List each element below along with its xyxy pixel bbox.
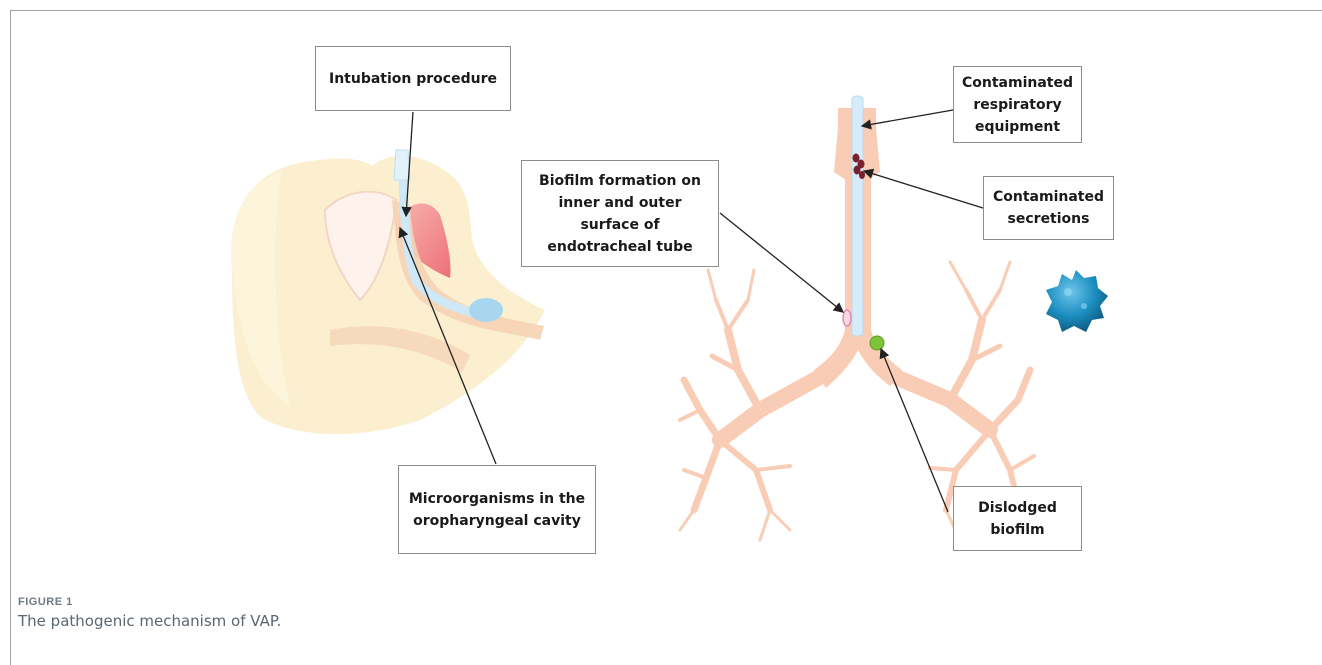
arrow-dislodged-biofilm: [881, 349, 948, 512]
right-bronchus: [898, 378, 990, 430]
arrow-biofilm-formation: [720, 213, 843, 312]
bacterium-icon: [1046, 270, 1108, 332]
label-contaminated-equipment: Contaminated respiratory equipment: [953, 66, 1082, 143]
biofilm-spot: [843, 310, 851, 326]
airway-illustration: [680, 96, 1034, 540]
dislodged-biofilm-particle: [870, 336, 884, 350]
label-dislodged-biofilm: Dislodged biofilm: [953, 486, 1082, 551]
arrow-contaminated-secretions: [864, 171, 983, 208]
endotracheal-tube-airway: [852, 96, 863, 336]
left-bronchus: [720, 378, 818, 440]
tube-top: [394, 150, 410, 180]
figure-number: FIGURE 1: [18, 596, 73, 608]
pathogenesis-diagram: [0, 0, 1322, 595]
label-contaminated-secretions: Contaminated secretions: [983, 176, 1114, 240]
label-microorganisms: Microorganisms in the oropharyngeal cavi…: [398, 465, 596, 554]
tube-cuff: [469, 298, 503, 322]
head-illustration: [231, 150, 545, 434]
carina: [814, 330, 902, 388]
label-intubation-procedure: Intubation procedure: [315, 46, 511, 111]
label-biofilm-formation: Biofilm formation on inner and outer sur…: [521, 160, 719, 267]
figure-caption: The pathogenic mechanism of VAP.: [18, 612, 281, 630]
